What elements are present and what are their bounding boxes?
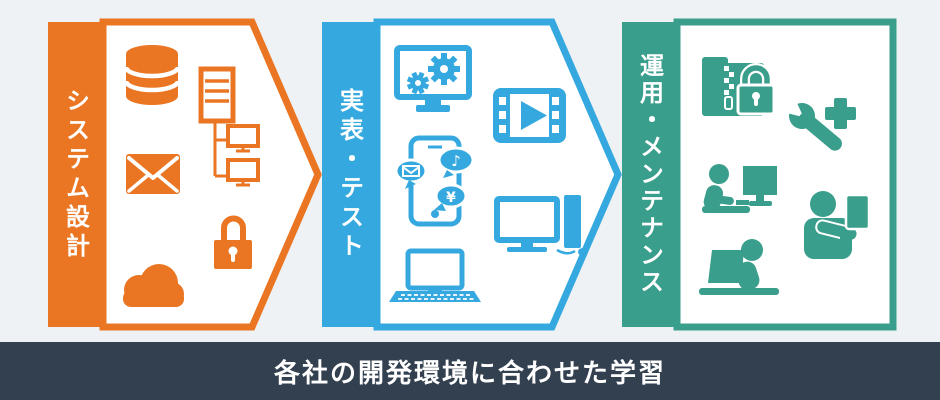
chat-bubble-music: ♪	[437, 146, 475, 178]
desktop-pc-icon	[494, 195, 588, 256]
step-3-title-strip	[622, 22, 677, 327]
person-desktop-icon	[702, 164, 777, 213]
database-icon	[123, 45, 181, 105]
laptop-icon	[389, 248, 481, 302]
step-2-panel: ♪ ¥	[322, 18, 622, 331]
yen-glyph: ¥	[446, 190, 456, 206]
music-note-glyph: ♪	[451, 152, 461, 170]
step-2-title-strip	[322, 22, 377, 327]
chat-bubble-yen: ¥	[434, 183, 468, 211]
step-1-title-strip	[48, 22, 103, 327]
video-film-icon	[493, 88, 566, 143]
wrench-plus-icon	[781, 96, 856, 151]
server-network-icon	[198, 66, 260, 187]
caption-bar: 各社の開発環境に合わせた学習	[0, 342, 940, 400]
cloud-icon	[123, 264, 184, 307]
secure-folder-icon	[702, 57, 776, 116]
step-1-panel	[48, 18, 322, 331]
smartphone-chat-icon: ♪ ¥	[394, 135, 475, 227]
chat-bubble-mail	[394, 158, 428, 189]
process-diagram: ♪ ¥	[48, 18, 897, 331]
step-3-panel	[622, 18, 897, 331]
person-tablet-icon	[804, 191, 871, 259]
person-laptop-icon	[699, 239, 779, 295]
caption-text: 各社の開発環境に合わせた学習	[273, 358, 666, 389]
mail-icon	[126, 154, 180, 194]
monitor-gears-icon	[394, 45, 472, 112]
lock-icon	[214, 215, 252, 269]
